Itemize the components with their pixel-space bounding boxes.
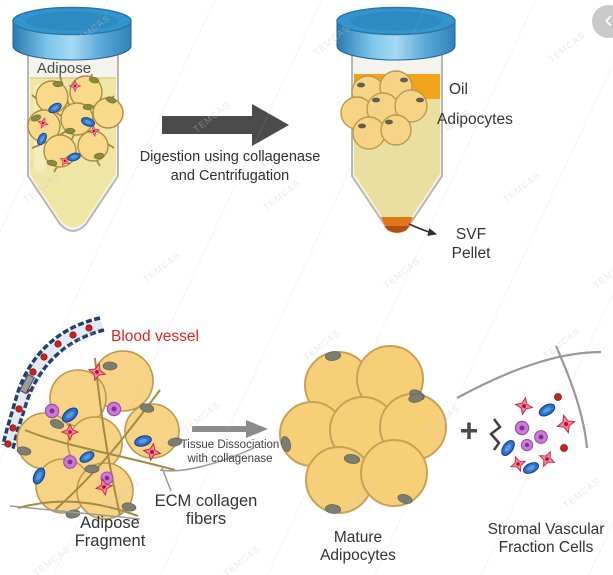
ecm-pointer-line [161, 467, 172, 492]
dissociation-caption-line1: Tissue Dissociation [180, 439, 280, 451]
stray-fiber-line [9, 505, 141, 520]
blood-vessel [1, 316, 105, 450]
pericyte-rod [19, 373, 35, 395]
dissociation-caption-line2: with collagenase [187, 452, 273, 465]
mature-adipocytes-label-line2: Adipocytes [320, 547, 396, 564]
pellet-pointer-arrow [408, 223, 437, 236]
mature-adipocytes-label: Mature Adipocytes [320, 529, 396, 565]
adipose-tube-label: Adipose [36, 60, 92, 77]
collagen-strand [456, 350, 602, 399]
svf-cells [456, 345, 602, 477]
mature-adipocytes-label-line1: Mature [333, 529, 383, 546]
dissociation-arrow [192, 420, 268, 438]
adipose-fragment [9, 350, 255, 520]
plus-sign: + [459, 412, 479, 449]
adipose-fragment-label-line2: Fragment [74, 532, 146, 550]
adipose-cluster [27, 75, 124, 168]
svf-cells-label: Stromal Vascular Fraction Cells [488, 521, 605, 557]
svf-pellet-label-line2: Pellet [451, 245, 491, 262]
blood-vessel-label: Blood vessel [111, 328, 199, 345]
adipose-fragment-label: Adipose Fragment [75, 514, 146, 550]
digestion-arrow [162, 104, 289, 146]
digested-tube [336, 6, 456, 236]
adipose-tube [12, 6, 132, 232]
fiber-fragment [489, 418, 502, 451]
svf-cells-label-line1: Stromal Vascular [487, 521, 605, 538]
red-blood-cell [560, 444, 568, 452]
carousel-prev-button[interactable]: ‹ [592, 5, 613, 38]
adipocytes-label: Adipocytes [437, 111, 513, 128]
dissociation-caption: Tissue Dissociation with collagenase [181, 439, 280, 466]
digestion-caption: Digestion using collagenase and Centrifu… [140, 148, 321, 186]
svf-cells-label-line2: Fraction Cells [498, 539, 594, 556]
collagen-strand [554, 345, 589, 449]
ecm-label-line2: fibers [185, 510, 227, 528]
red-blood-cell [554, 393, 562, 401]
digestion-caption-line2: and Centrifugation [170, 168, 290, 184]
svf-pellet-label-line1: SVF [455, 226, 487, 243]
digestion-caption-line1: Digestion using collagenase [139, 149, 321, 165]
adipose-fragment-label-line1: Adipose [80, 514, 140, 532]
ecm-label: ECM collagen fibers [155, 492, 258, 528]
chevron-left-icon: ‹ [604, 6, 613, 33]
ecm-loop-line [159, 447, 255, 472]
svf-pellet-label: SVF Pellet [452, 225, 491, 263]
oil-label: Oil [449, 81, 468, 98]
mature-adipocytes [279, 345, 447, 515]
adipocyte-nuclei [357, 77, 424, 129]
ecm-label-line1: ECM collagen [154, 492, 258, 510]
